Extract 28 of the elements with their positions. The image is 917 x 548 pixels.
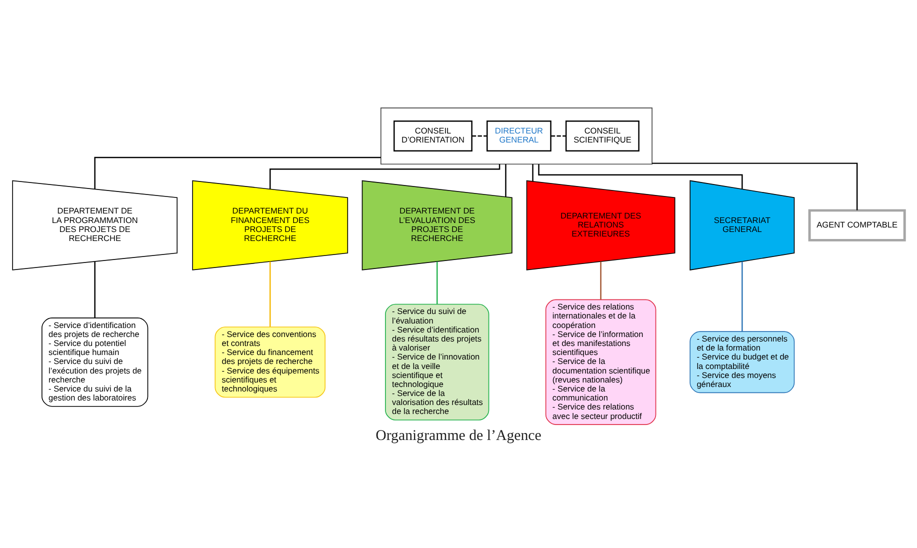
connector <box>472 134 488 136</box>
connector <box>505 164 506 196</box>
node-box: - Service des personnels et de la formation - Service du budget et de la comptabilité - Service des moyens généraux <box>690 330 795 393</box>
connector <box>270 164 500 189</box>
connector <box>551 134 566 136</box>
connector <box>532 164 534 181</box>
node-box: CONSEIL D’ORIENTATION <box>394 120 472 152</box>
node-box: SECRETARIAT GENERAL <box>690 180 795 270</box>
node-box: - Service d’identification des projets de recherche - Service du potentiel scientifique humain - Service du suivi de l’exécution des projets de recherche - Service du suivi de la gestion des laboratoires <box>42 316 148 406</box>
connector <box>600 261 602 299</box>
node-box: - Service des relations internationales et de la coopération - Service de l’information et des manifestations scientifiques - Service de la documentation scientifique (revues nationales) - Service de la communication - Service des relations avec le secteur productif <box>545 298 656 424</box>
connector <box>94 261 96 318</box>
caption: Organigramme de l’Agence <box>376 427 542 444</box>
node-box: - Service du suivi de l’évaluation - Service d’identification des résultats des projets à valoriser - Service de l’innovation et de la veille scientifique et technologique - Service de la valorisation des résultats de la recherche <box>385 303 490 420</box>
node-box: DEPARTEMENT DU FINANCEMENT DES PROJETS DE RECHERCHE <box>192 180 348 270</box>
connector <box>652 162 858 210</box>
node-box: DEPARTEMENT DES RELATIONS EXTERIEURES <box>526 180 676 270</box>
connector <box>436 261 438 304</box>
node-box: CONSEIL SCIENTIFIQUE <box>565 120 640 152</box>
node-box: DIRECTEUR GENERAL <box>486 120 552 152</box>
node-box: DEPARTEMENT DE L’EVALUATION DES PROJETS DE RECHERCHE <box>362 180 512 270</box>
connector <box>270 261 271 326</box>
cluster <box>380 107 652 164</box>
node-box: - Service des conventions et contrats - Service du financement des projets de recherche - Service des équipements scientifiques et technologiques <box>214 326 326 398</box>
connector <box>742 261 743 331</box>
connector <box>94 156 381 189</box>
node-box: AGENT COMPTABLE <box>808 208 906 241</box>
node-box: DEPARTEMENT DE LA PROGRAMMATION DES PROJETS DE RECHERCHE <box>12 180 178 270</box>
